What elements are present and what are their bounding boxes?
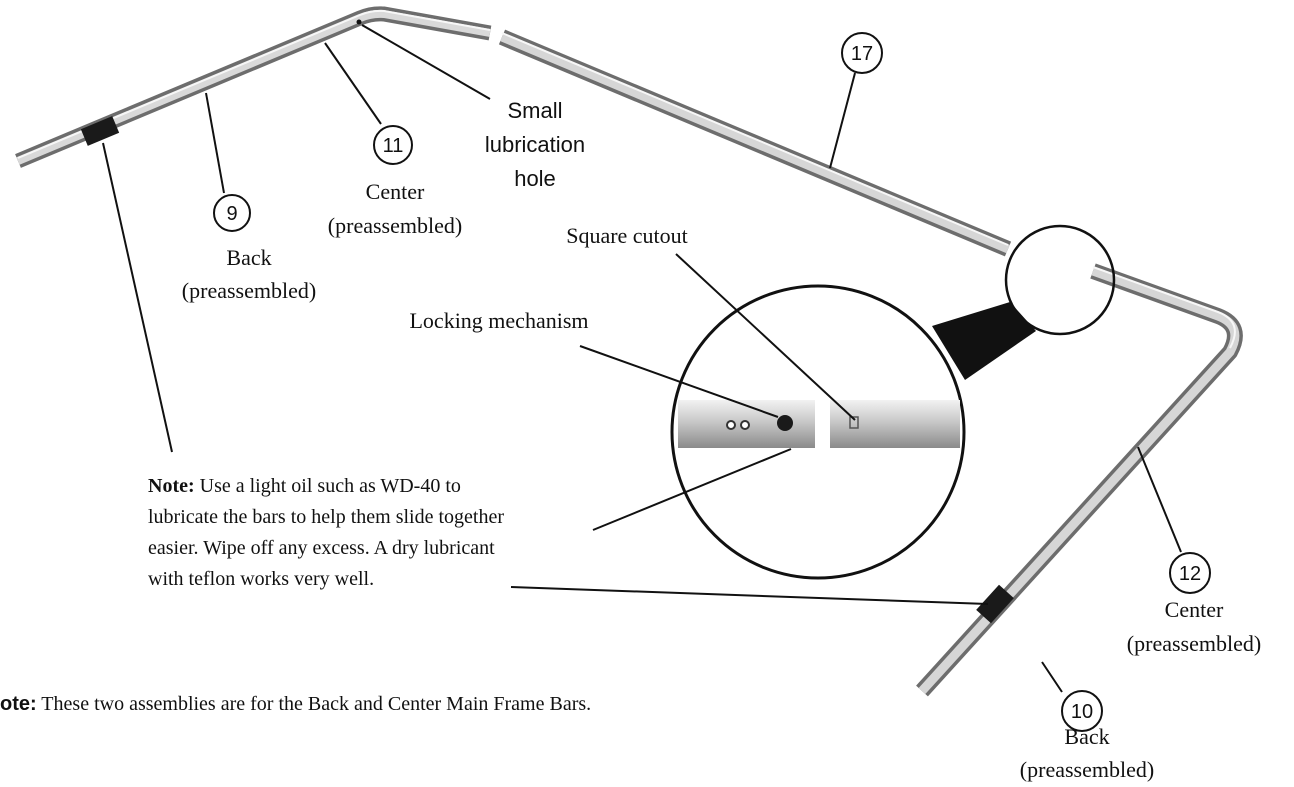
svg-text:Note: Use a light oil such as: Note: Use a light oil such as WD-40 to (148, 475, 461, 497)
svg-text:9: 9 (226, 203, 237, 225)
oil-note-line4: with teflon works very well. (148, 568, 374, 590)
center-left-sublabel: (preassembled) (328, 213, 462, 238)
svg-text:10: 10 (1071, 701, 1093, 723)
callout-12: 12 (1169, 552, 1211, 594)
lubrication-hole (356, 19, 362, 25)
oil-note-bold: Note: (148, 475, 195, 497)
oil-note: Note: Use a light oil such as WD-40 to l… (148, 475, 504, 590)
back-left-sublabel: (preassembled) (182, 278, 316, 303)
detail-tube-right (830, 400, 960, 448)
locking-mechanism-pin (777, 415, 793, 431)
right-back-connector (976, 584, 1014, 624)
callout-11: 11 (373, 125, 413, 165)
callout-10: 10 (1061, 690, 1103, 732)
leader-lines (102, 24, 1182, 693)
lubrication-label-line1: Small (507, 98, 562, 123)
oil-note-line3: easier. Wipe off any excess. A dry lubri… (148, 537, 495, 559)
right-frame-bar (498, 29, 1243, 697)
center-right-label: Center (1165, 597, 1224, 622)
svg-text:12: 12 (1179, 563, 1201, 585)
bottom-note-text: These two assemblies are for the Back an… (37, 693, 591, 715)
callout-9: 9 (213, 194, 251, 232)
back-right-sublabel: (preassembled) (1020, 757, 1154, 782)
square-cutout-label: Square cutout (566, 223, 688, 248)
square-cutout-mark (849, 416, 859, 429)
magnified-detail (670, 224, 1116, 580)
lubrication-label-line2: lubrication (485, 132, 585, 157)
oil-note-line1: Use a light oil such as WD-40 to (195, 475, 461, 497)
left-frame-bar (15, 6, 492, 168)
back-left-label: Back (226, 245, 271, 270)
back-right-label: Back (1064, 724, 1109, 749)
locking-mechanism-label: Locking mechanism (409, 308, 588, 333)
lubrication-label-line3: hole (514, 166, 556, 191)
svg-text:17: 17 (851, 43, 873, 65)
left-back-connector (80, 116, 120, 146)
svg-text:ote: These two assemblies are: ote: These two assemblies are for the Ba… (0, 693, 591, 715)
callout-17: 17 (841, 32, 883, 74)
center-left-label: Center (366, 179, 425, 204)
oil-note-line2: lubricate the bars to help them slide to… (148, 506, 504, 528)
bottom-note-bold: ote: (0, 693, 37, 715)
bottom-note: ote: These two assemblies are for the Ba… (0, 693, 591, 715)
svg-text:11: 11 (383, 135, 404, 157)
center-right-sublabel: (preassembled) (1127, 631, 1261, 656)
